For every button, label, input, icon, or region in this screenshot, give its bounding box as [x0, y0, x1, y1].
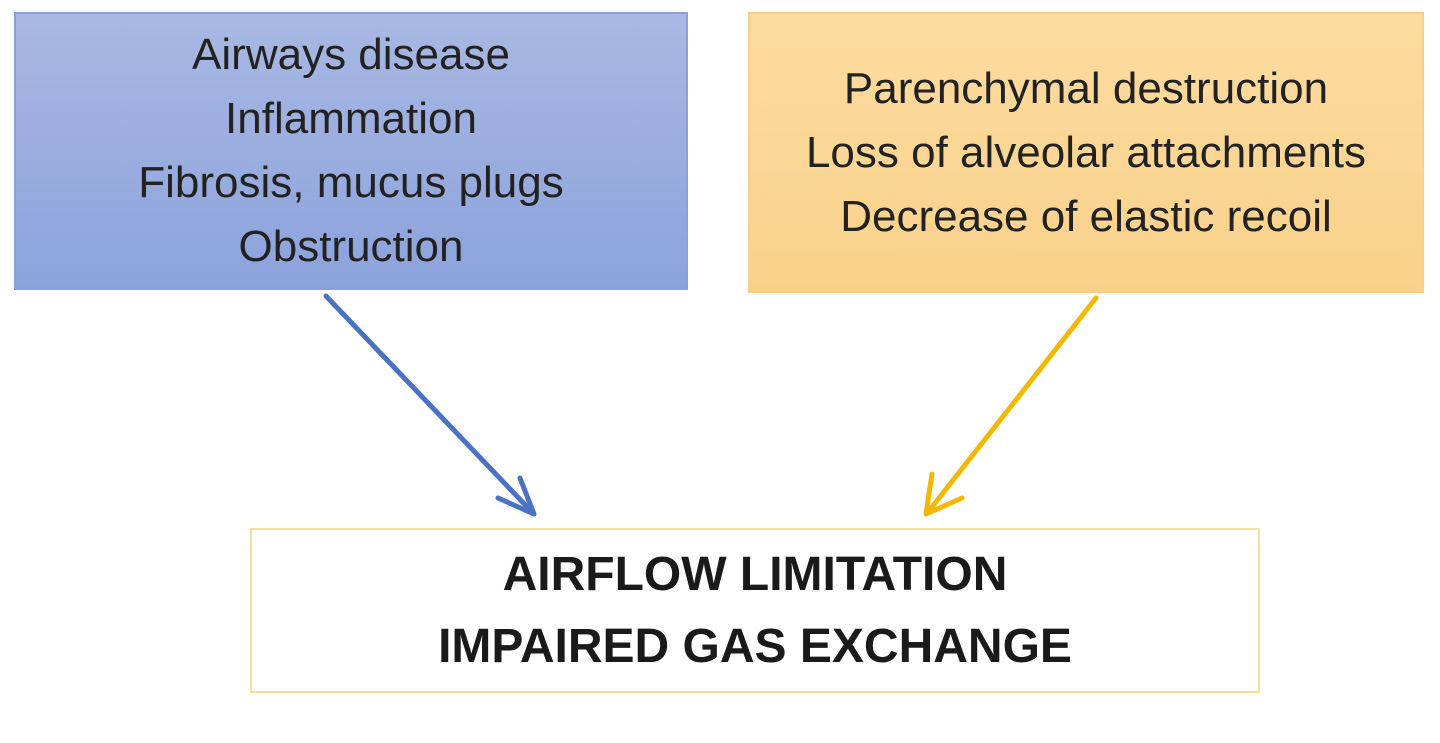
left-box-line: Obstruction	[238, 222, 464, 271]
blue-arrow	[323, 293, 537, 517]
left-box-line: Fibrosis, mucus plugs	[138, 158, 564, 207]
result-box-line: AIRFLOW LIMITATION	[502, 547, 1008, 601]
orange-arrow	[923, 295, 1099, 517]
airflow-limitation-box: AIRFLOW LIMITATION IMPAIRED GAS EXCHANGE	[250, 528, 1260, 693]
right-box-line: Decrease of elastic recoil	[840, 191, 1332, 241]
left-box-line: Inflammation	[225, 94, 477, 143]
left-box-line: Airways disease	[192, 30, 510, 79]
parenchymal-destruction-box: Parenchymal destruction Loss of alveolar…	[748, 12, 1424, 293]
right-box-line: Parenchymal destruction	[843, 63, 1329, 113]
airways-disease-box: Airways disease Inflammation Fibrosis, m…	[14, 12, 688, 290]
result-box-line: IMPAIRED GAS EXCHANGE	[438, 619, 1072, 673]
right-box-line: Loss of alveolar attachments	[805, 127, 1367, 177]
